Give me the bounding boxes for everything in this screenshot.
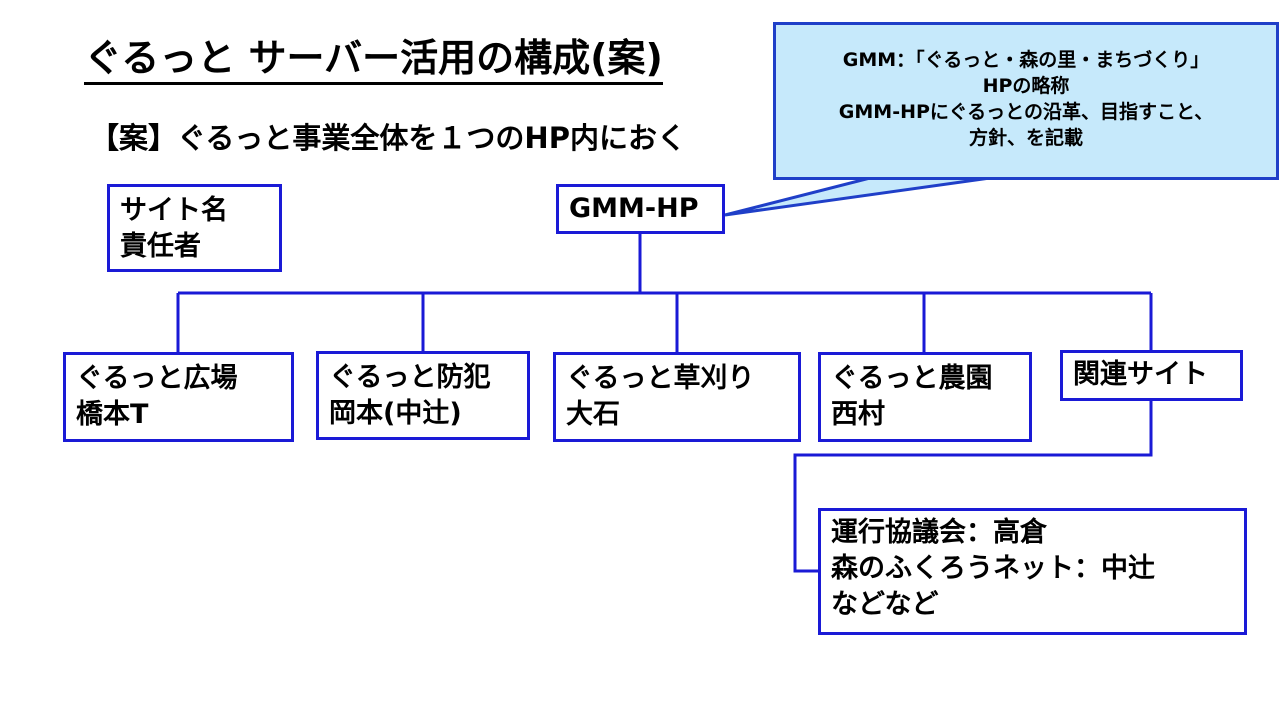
related-sites-details: 運行協議会：高倉 森のふくろうネット：中辻 などなど bbox=[818, 508, 1247, 635]
callout-pointer bbox=[724, 176, 991, 217]
site-name: ぐるっと草刈り bbox=[566, 363, 755, 394]
site-node-bohan: ぐるっと防犯 岡本(中辻) bbox=[316, 351, 530, 440]
legend-owner-label: 責任者 bbox=[120, 231, 201, 262]
site-name: ぐるっと広場 bbox=[76, 363, 238, 394]
callout-line-4: 方針、を記載 bbox=[968, 127, 1083, 149]
site-owner: 西村 bbox=[831, 399, 885, 430]
root-node-gmm-hp: GMM-HP bbox=[556, 184, 725, 234]
site-owner: 橋本T bbox=[76, 399, 149, 430]
legend-box: サイト名 責任者 bbox=[107, 184, 282, 272]
legend-site-name-label: サイト名 bbox=[120, 195, 228, 226]
related-detail-line-3: などなど bbox=[831, 589, 939, 620]
site-name: ぐるっと農園 bbox=[831, 363, 993, 394]
page-subtitle: 【案】ぐるっと事業全体を１つのHP内におく bbox=[90, 121, 686, 155]
related-sites-label: 関連サイト bbox=[1073, 359, 1208, 390]
site-name: ぐるっと防犯 bbox=[329, 362, 491, 393]
callout-line-3: GMM-HPにぐるっとの沿革、目指すこと、 bbox=[838, 101, 1214, 123]
callout-line-1: GMM：「ぐるっと・森の里・まちづくり」 bbox=[842, 49, 1210, 71]
site-node-kusakari: ぐるっと草刈り 大石 bbox=[553, 352, 801, 442]
related-detail-line-2: 森のふくろうネット：中辻 bbox=[831, 553, 1155, 584]
site-owner: 大石 bbox=[566, 399, 620, 430]
related-detail-line-1: 運行協議会：高倉 bbox=[831, 517, 1047, 548]
related-sites-node: 関連サイト bbox=[1060, 350, 1243, 401]
site-node-noen: ぐるっと農園 西村 bbox=[818, 352, 1032, 442]
callout-note: GMM：「ぐるっと・森の里・まちづくり」 HPの略称 GMM-HPにぐるっとの沿… bbox=[773, 22, 1279, 180]
site-node-hiroba: ぐるっと広場 橋本T bbox=[63, 352, 294, 442]
callout-line-2: HPの略称 bbox=[982, 75, 1070, 97]
root-node-label: GMM-HP bbox=[569, 193, 699, 224]
page-title: ぐるっと サーバー活用の構成(案) bbox=[84, 34, 663, 85]
site-owner: 岡本(中辻) bbox=[329, 398, 462, 429]
